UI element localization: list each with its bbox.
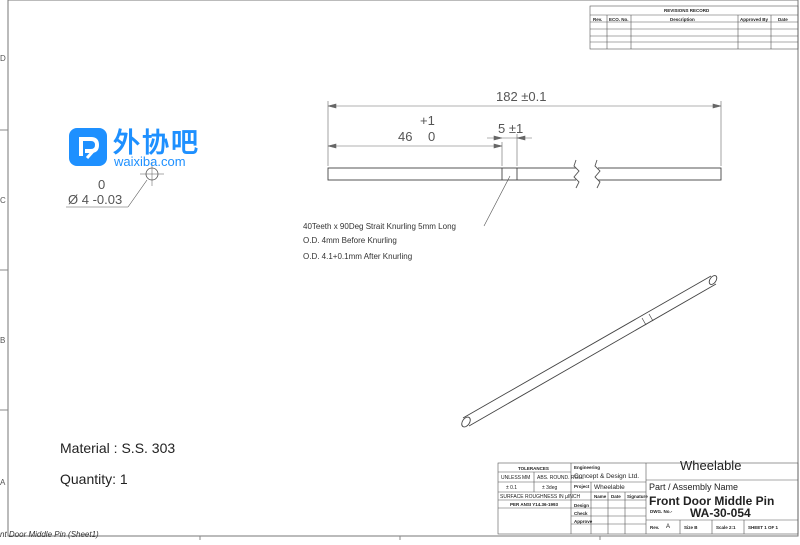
rev-col-eco: ECO. No. <box>609 17 629 22</box>
tb-size: Size B <box>684 525 698 530</box>
tb-abs: ABS. ROUND. ROLL <box>537 475 584 481</box>
dim-position-upper: +1 <box>420 113 435 128</box>
tb-tolerances: TOLERANCES <box>518 466 549 471</box>
tb-check: Check <box>574 511 588 516</box>
tb-rev-label: Rev. <box>650 525 660 530</box>
tb-col-date: Date <box>611 494 621 499</box>
revisions-title: REVISIONS RECORD <box>664 8 710 13</box>
dim-overall: 182 ±0.1 <box>496 89 547 104</box>
dim-position-value: 46 <box>398 129 413 144</box>
watermark-logo-icon <box>69 128 107 166</box>
tb-scale: Scale 2:1 <box>716 525 736 530</box>
tb-tol-angular: ± 3deg <box>542 485 558 491</box>
tb-rev-value: A <box>666 524 671 530</box>
tb-approve: Approve <box>574 519 593 524</box>
watermark-url: waixiba.com <box>114 154 186 169</box>
dim-diameter-upper: 0 <box>98 177 106 192</box>
tb-sheet: SHEET 1 OF 1 <box>748 525 779 530</box>
revisions-table <box>589 5 799 50</box>
border-mark-b: B <box>0 336 6 345</box>
quantity-label: Quantity: 1 <box>60 471 128 487</box>
material-label: Material : S.S. 303 <box>60 440 176 456</box>
dimension-lines <box>327 101 722 166</box>
tb-part-label: Part / Assembly Name <box>649 482 739 492</box>
border-mark-a: A <box>0 478 6 487</box>
tb-mm: MM <box>522 475 531 481</box>
note-od-before: O.D. 4mm Before Knurling <box>303 236 397 245</box>
tb-surface: SURFACE ROUGHNESS IN µINCH <box>500 494 581 500</box>
part-front-view <box>327 159 722 227</box>
rev-col-date: Date <box>778 17 788 22</box>
dim-knurl-width: 5 ±1 <box>498 121 524 136</box>
tb-tol-linear: ± 0.1 <box>506 485 518 491</box>
tb-col-signature: Signature <box>627 494 648 499</box>
tb-company: Concept & Design Ltd. <box>574 473 640 480</box>
note-knurling: 40Teeth x 90Deg Strait Knurling 5mm Long <box>303 222 456 231</box>
rev-col-rev: Rev. <box>593 17 603 22</box>
dim-position-lower: 0 <box>428 129 436 144</box>
tb-per-ansi: PER ANSI Y14.36-1993 <box>510 502 559 507</box>
tb-unless: UNLESS <box>501 475 522 481</box>
dim-diameter-value: Ø 4 -0.03 <box>68 192 123 207</box>
tb-client: Wheelable <box>680 458 742 473</box>
tb-col-name: Name <box>594 494 607 499</box>
sheet-tab[interactable]: nt Door Middle Pin (Sheet1) <box>0 530 99 539</box>
rev-col-approved: Approved By <box>740 17 769 22</box>
isometric-view <box>461 275 718 428</box>
section-view <box>66 162 164 208</box>
note-od-after: O.D. 4.1+0.1mm After Knurling <box>303 252 413 261</box>
border-mark-d: D <box>0 54 6 63</box>
sheet-border <box>7 0 799 537</box>
rev-col-description: Description <box>670 17 695 22</box>
tb-dwg-label: DWG. No.- <box>650 509 673 514</box>
tb-dwg-no: WA-30-054 <box>690 506 751 520</box>
tb-design: Design <box>574 503 590 508</box>
tb-engineering: Engineering <box>574 465 601 470</box>
watermark-brand: 外协吧 <box>113 128 200 158</box>
tb-project: Project <box>574 484 590 489</box>
border-mark-c: C <box>0 196 6 205</box>
title-block <box>497 462 799 535</box>
tb-project-value: Wheelable <box>594 484 625 491</box>
tb-part-name: Front Door Middle Pin <box>649 494 775 508</box>
